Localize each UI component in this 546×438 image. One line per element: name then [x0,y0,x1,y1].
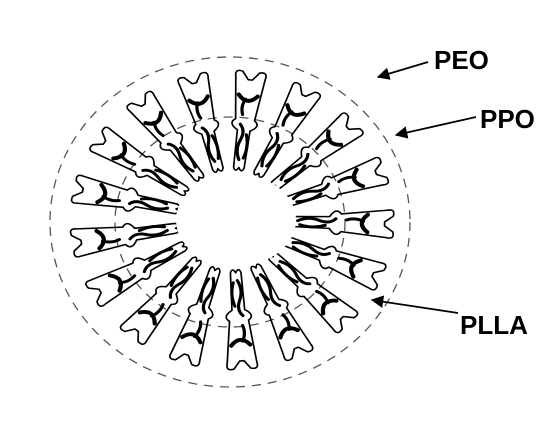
peo-block-outline [286,207,394,238]
plla-chain [195,322,202,338]
ppo-block [231,339,250,346]
plla-chain [292,184,329,199]
plla-chain [282,111,292,126]
plla-chain [316,137,330,149]
plla-chain [300,225,325,228]
plla-chain [346,219,363,222]
ppo-block [362,214,368,232]
plla-chain [152,122,164,136]
plla-chain [139,225,164,231]
plla-chain [316,290,330,302]
peo-arrow [378,62,428,77]
peo-block-outline [119,250,210,345]
plla-chain [241,99,245,115]
ppo-block [97,185,107,203]
ppo-arrow [396,117,476,135]
label-ppo: PPO [480,104,535,134]
ppo-block [238,94,258,101]
plla-chain [243,135,248,159]
copolymer-unit [263,112,364,198]
plla-chain [242,325,246,341]
ppo-block [140,308,159,323]
copolymer-unit [71,175,183,224]
plla-chain [298,218,336,222]
label-peo: PEO [434,45,489,75]
label-plla-group: PLLA [372,300,528,340]
label-plla: PLLA [460,310,528,340]
copolymer-unit [177,72,233,175]
ppo-block [97,230,106,248]
micelle-core-void [176,174,296,266]
label-peo-group: PEO [378,45,489,77]
plla-chain [103,196,120,201]
peo-block-outline [71,175,183,224]
plla-arrow [372,300,458,313]
plla-chain [152,304,164,318]
ppo-block [351,170,363,188]
label-ppo-group: PPO [396,104,535,135]
copolymer-unit [220,269,257,370]
peo-block-outline [177,72,233,175]
plla-chain [338,257,355,265]
plla-chain [120,155,135,165]
peo-block-outline [263,112,364,198]
ppo-block [113,144,128,162]
ppo-block [189,96,209,106]
copolymer-unit [119,250,210,345]
copolymer-unit [286,207,394,238]
